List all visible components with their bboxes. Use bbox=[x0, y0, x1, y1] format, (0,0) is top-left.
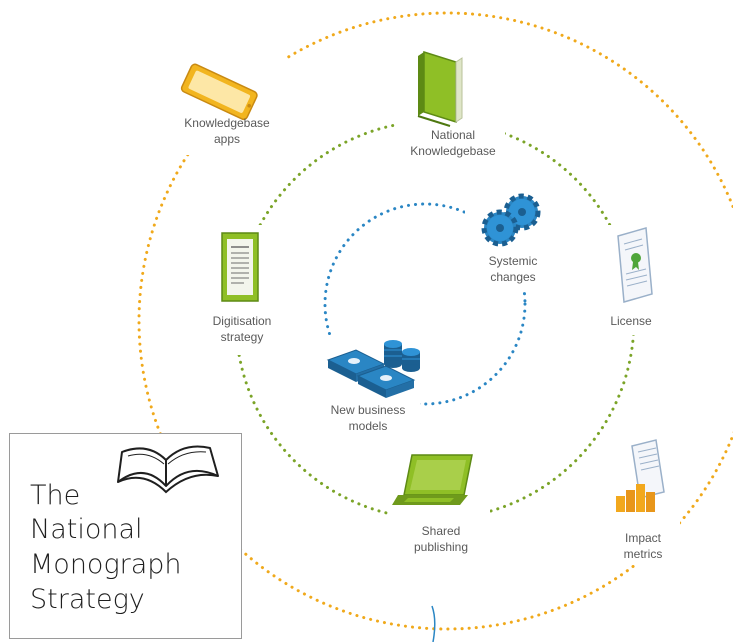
gears-icon bbox=[481, 193, 541, 247]
label-systemic-changes: Systemic changes bbox=[488, 254, 538, 284]
certificate-icon bbox=[617, 227, 653, 303]
open-book-icon bbox=[117, 445, 219, 494]
stray-line bbox=[431, 605, 436, 642]
inner-ring bbox=[323, 202, 527, 406]
label-new-business-models: New business models bbox=[330, 403, 406, 433]
tablet-icon bbox=[180, 63, 258, 121]
title-line-1: The bbox=[30, 480, 81, 511]
title-line-2: National bbox=[30, 514, 143, 545]
label-knowledgebase-apps: Knowledgebase apps bbox=[184, 116, 270, 146]
money-icon bbox=[326, 340, 420, 398]
label-digitisation-strategy: Digitisation strategy bbox=[212, 314, 272, 344]
laptop-icon bbox=[392, 454, 473, 505]
book-icon bbox=[417, 50, 463, 127]
bar-chart-icon bbox=[616, 439, 665, 512]
label-national-knowledgebase: National Knowledgebase bbox=[410, 128, 496, 158]
label-license: License bbox=[610, 314, 652, 328]
title-line-3: Monograph bbox=[30, 549, 182, 580]
outer-ring bbox=[137, 11, 733, 631]
document-icon bbox=[221, 232, 259, 302]
label-shared-publishing: Shared publishing bbox=[413, 524, 469, 554]
title-box: The National Monograph Strategy bbox=[9, 433, 242, 639]
title-line-4: Strategy bbox=[30, 584, 145, 615]
label-impact-metrics: Impact metrics bbox=[623, 531, 663, 561]
